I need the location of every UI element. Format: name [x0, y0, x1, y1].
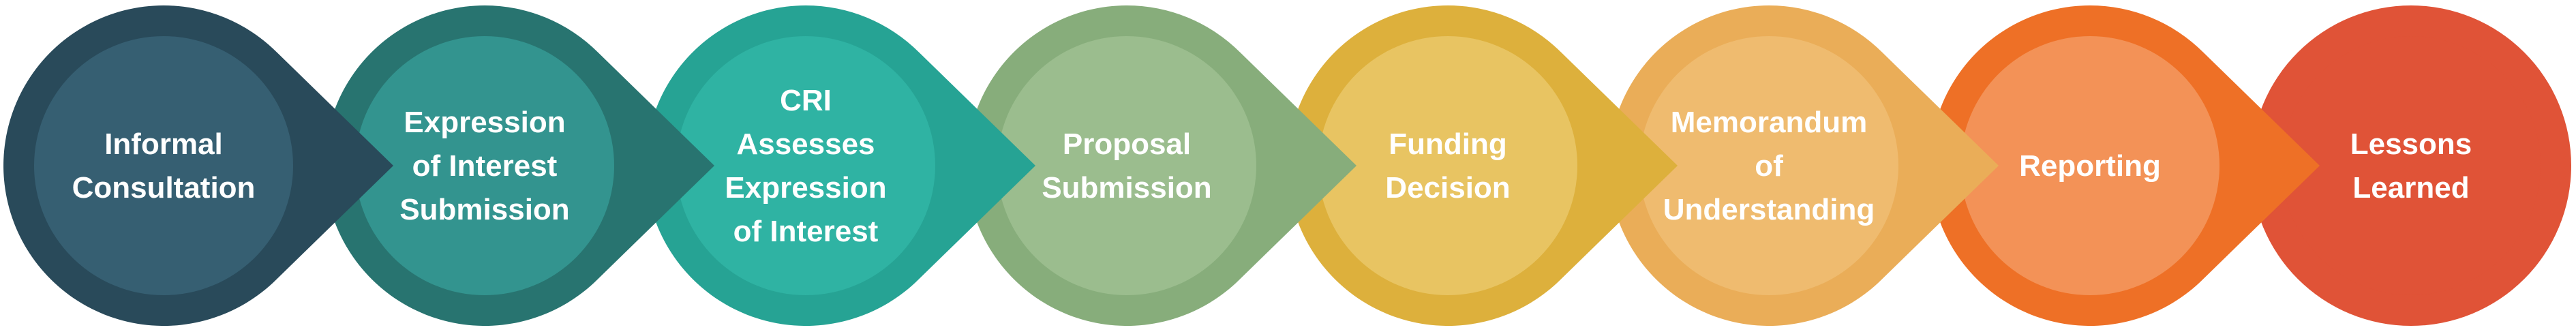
- step-label-line: Decision: [1385, 171, 1510, 205]
- step-5-shape: [1288, 5, 1678, 326]
- step-label-line: Proposal: [1063, 127, 1191, 161]
- step-label-line: Submission: [1042, 171, 1211, 205]
- step-label-line: Submission: [399, 193, 569, 226]
- inner-circle-shape: [1960, 36, 2219, 295]
- step-label-line: Memorandum: [1671, 106, 1867, 139]
- step-label-line: Assesses: [736, 127, 875, 161]
- inner-circle-shape: [997, 36, 1256, 295]
- step-4-shape: [967, 5, 1357, 327]
- step-8-shape: [2251, 5, 2571, 326]
- step-label-line: Expression: [404, 106, 565, 139]
- step-label-line: Lessons: [2350, 127, 2472, 161]
- step-label-line: CRI: [780, 84, 832, 117]
- step-7-label: Reporting: [2019, 149, 2161, 183]
- step-label-line: of Interest: [733, 215, 879, 248]
- step-label-line: of Interest: [412, 149, 558, 183]
- step-label-line: Reporting: [2019, 149, 2161, 183]
- inner-circle-shape: [34, 36, 293, 295]
- step-2-shape: [324, 5, 714, 326]
- step-6-shape: [1609, 5, 1999, 326]
- step-shapes: [3, 5, 2571, 327]
- inner-circle-shape: [676, 36, 935, 295]
- step-label-line: Learned: [2352, 171, 2469, 205]
- step-7-shape: [1930, 5, 2320, 326]
- step-label-line: Understanding: [1663, 193, 1875, 226]
- step-label-line: Expression: [725, 171, 886, 205]
- step-3-shape: [646, 5, 1035, 327]
- step-label-line: Consultation: [72, 171, 256, 205]
- inner-circle-shape: [1318, 36, 1577, 295]
- step-1-shape: [3, 5, 394, 326]
- step-label-line: of: [1755, 149, 1783, 183]
- inner-circle-shape: [355, 36, 614, 295]
- inner-circle-shape: [1639, 36, 1898, 295]
- inner-circle-shape: [2282, 36, 2541, 295]
- step-label-line: Funding: [1389, 127, 1507, 161]
- step-label-line: Informal: [104, 127, 223, 161]
